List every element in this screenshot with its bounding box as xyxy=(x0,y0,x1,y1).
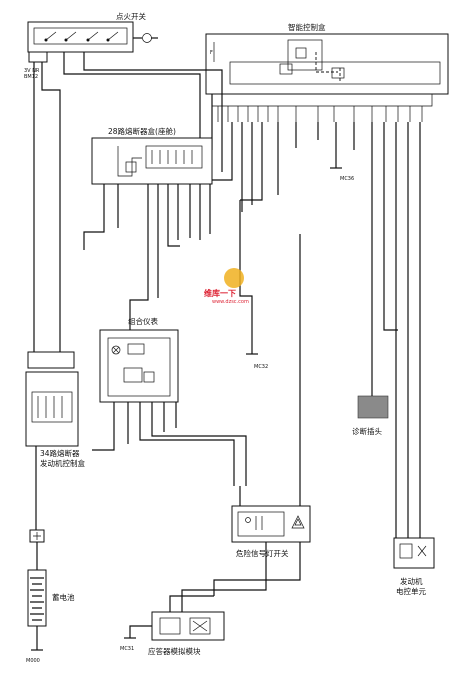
fuse-box-34 xyxy=(25,351,79,447)
wire-meter-3 xyxy=(139,402,235,486)
wire-meter-1 xyxy=(92,402,115,451)
ignition-switch-label: 点火开关 xyxy=(116,11,146,21)
airbag-module-label: 应答器模拟模块 xyxy=(148,646,201,656)
airbag-module xyxy=(151,611,225,641)
combination-meter-label: 组合仪表 xyxy=(128,316,158,326)
combination-meter xyxy=(99,329,179,403)
wire-smart-to-ecu-2 xyxy=(383,122,398,331)
wire-fusebox-5 xyxy=(167,184,180,247)
engine-control-box-label: 发动机控制盒 xyxy=(40,458,85,468)
ignition-switch xyxy=(27,21,158,53)
smart-control-box-label: 智能控制盒 xyxy=(288,22,326,32)
wire-ignition-down-3 xyxy=(63,52,201,138)
wire-ecu-in xyxy=(395,520,421,538)
diagnostic-connector-label: 诊断插头 xyxy=(352,426,382,436)
wire-fusebox-1 xyxy=(83,184,105,250)
wire-to-mc31 xyxy=(129,625,152,638)
wire-ignition-down-2 xyxy=(41,62,61,352)
svg-text:www.dzsc.com: www.dzsc.com xyxy=(212,299,249,305)
inline-fuse xyxy=(29,529,45,543)
smart-box-fuse-code: F xyxy=(210,50,213,56)
ground-mc32-label: MC32 xyxy=(254,364,268,370)
ignition-connector-label: 3V NR xyxy=(24,68,40,74)
engine-ecu xyxy=(393,537,435,569)
wire-to-mc32 xyxy=(239,200,253,354)
wire-airbag-2 xyxy=(169,595,214,612)
watermark-logo: 维库一下 www.dzsc.com xyxy=(204,268,249,305)
smart-control-box xyxy=(205,33,449,95)
hazard-switch-label: 危险信号灯开关 xyxy=(236,548,289,558)
wire-smart-5 xyxy=(240,122,263,201)
ground-mc31-label: MC31 xyxy=(120,646,134,652)
wire-ignition-down-4 xyxy=(83,52,223,122)
ground-mc36 xyxy=(330,158,342,169)
ignition-connector-code: BM12 xyxy=(24,74,38,80)
wire-to-airbag xyxy=(213,542,301,596)
ground-m000-label: M000 xyxy=(26,658,40,664)
wire-airbag-3 xyxy=(181,542,267,612)
smart-box-pins xyxy=(211,94,433,122)
hazard-switch xyxy=(231,505,311,543)
fuse-box-28 xyxy=(91,137,213,185)
wire-fusebox-3 xyxy=(129,184,149,330)
diagnostic-connector xyxy=(357,395,389,419)
wire-meter-4 xyxy=(151,402,247,486)
engine-ecu-label-2: 电控单元 xyxy=(396,586,426,596)
ground-mc36-label: MC36 xyxy=(340,176,354,182)
fuse-box-28-label: 28路熔断器盒(座舱) xyxy=(108,126,176,136)
fuse-box-34-label: 34路熔断器 xyxy=(40,448,80,458)
battery-label: 蓄电池 xyxy=(52,592,75,602)
engine-ecu-label-1: 发动机 xyxy=(400,576,423,586)
battery xyxy=(27,569,47,627)
svg-text:维库一下: 维库一下 xyxy=(204,288,236,298)
